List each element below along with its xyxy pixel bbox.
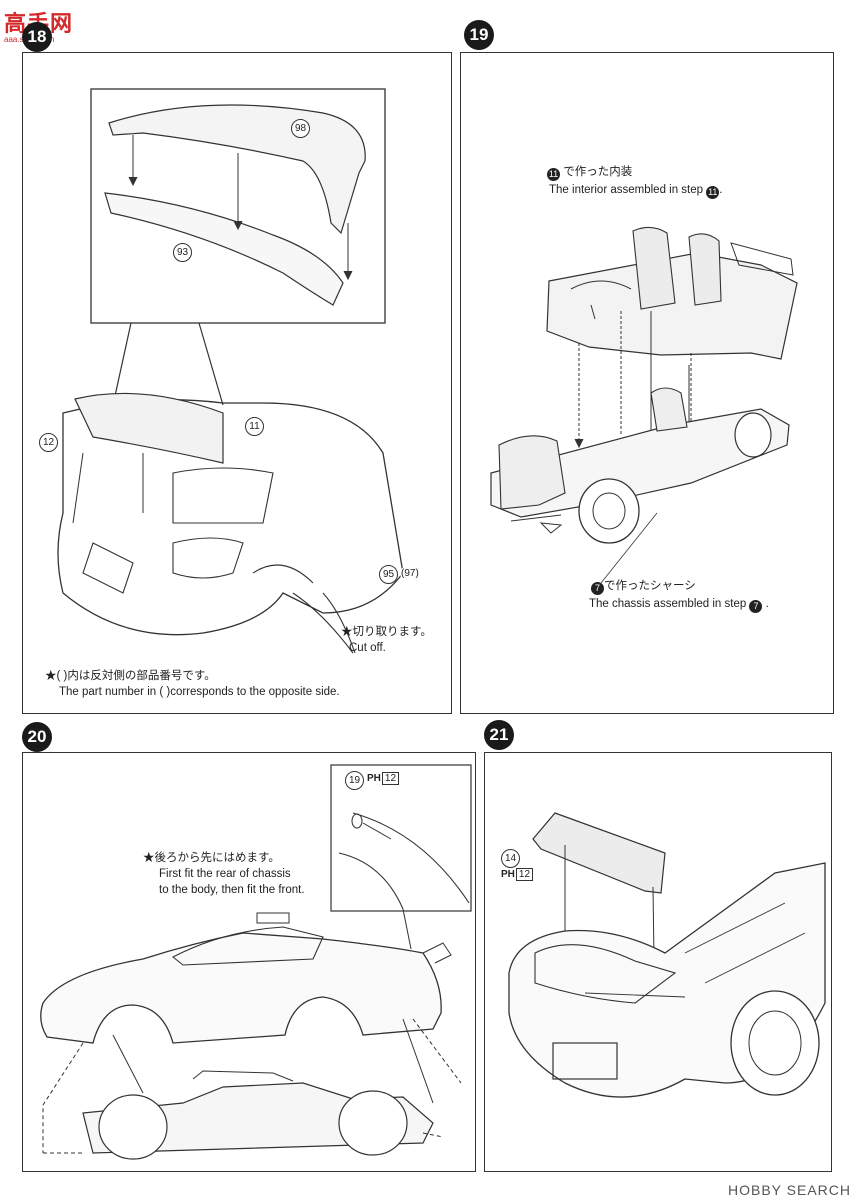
note-jp-text: ★( )内は反対側の部品番号です。 bbox=[45, 670, 216, 682]
step-number-20: 20 bbox=[22, 722, 52, 752]
step-number-21: 21 bbox=[484, 720, 514, 750]
step-20-drawing bbox=[40, 764, 472, 1160]
part-98-label: 98 bbox=[291, 119, 310, 138]
ph-number: 12 bbox=[381, 772, 400, 785]
cut-off-jp-text: ★切り取ります。 bbox=[341, 626, 432, 638]
step-18-panel: 98 93 12 11 95 (97) ★切り取ります。 Cut off. ★(… bbox=[22, 52, 452, 714]
step-number-18: 18 bbox=[22, 22, 52, 52]
interior-jp-text: 11 で作った内装 bbox=[547, 165, 632, 181]
ph-label-21: PH bbox=[501, 869, 515, 880]
interior-en-text: The interior assembled in step 11. bbox=[549, 183, 722, 199]
part-95-label: 95 bbox=[379, 565, 398, 584]
ph-number-21: 12 bbox=[515, 868, 534, 881]
part-19-label: 19 bbox=[345, 771, 364, 790]
step-18-drawing bbox=[57, 88, 404, 654]
instruction-en-line1: First fit the rear of chassis bbox=[159, 868, 291, 880]
chassis-jp-label: で作ったシャーシ bbox=[604, 580, 696, 592]
step-number-19: 19 bbox=[464, 20, 494, 50]
step-7-ref-icon-en: 7 bbox=[749, 600, 763, 613]
cut-off-en-text: Cut off. bbox=[349, 642, 386, 654]
step-19-panel: 11 で作った内装 The interior assembled in step… bbox=[460, 52, 834, 714]
part-12-label: 12 bbox=[39, 433, 58, 452]
interior-en-label: The interior assembled in step bbox=[549, 184, 704, 196]
chassis-en-label: The chassis assembled in step bbox=[589, 598, 747, 610]
part-11-label: 11 bbox=[245, 417, 264, 436]
hobby-search-watermark: HOBBY SEARCH bbox=[728, 1182, 851, 1198]
interior-period: . bbox=[719, 184, 723, 196]
part-14-label: 14 bbox=[501, 849, 520, 868]
part-93-label: 93 bbox=[173, 243, 192, 262]
step-7-ref-icon: 7 bbox=[591, 582, 604, 595]
interior-jp-label: で作った内装 bbox=[563, 166, 633, 178]
note-en-text: The part number in ( )corresponds to the… bbox=[59, 686, 340, 698]
instruction-en-line2: to the body, then fit the front. bbox=[159, 884, 305, 896]
ph-label: PH bbox=[367, 773, 381, 784]
step-19-drawing bbox=[490, 226, 798, 584]
chassis-en-text: The chassis assembled in step 7 . bbox=[589, 597, 769, 613]
step-11-ref-icon: 11 bbox=[547, 168, 560, 181]
instruction-jp-text: ★後ろから先にはめます。 bbox=[143, 852, 280, 864]
chassis-period: . bbox=[765, 598, 769, 610]
step-11-ref-icon-en: 11 bbox=[706, 186, 720, 199]
part-97-label: (97) bbox=[400, 565, 420, 582]
step-21-drawing bbox=[508, 812, 826, 1098]
